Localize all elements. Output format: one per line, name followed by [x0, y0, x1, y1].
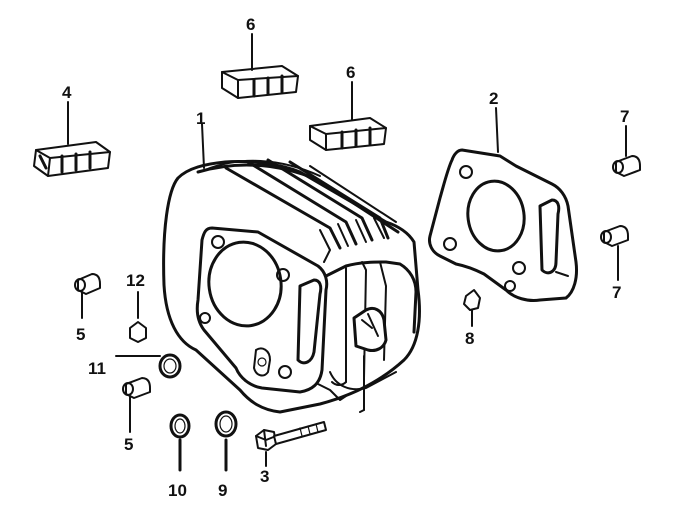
block-part-4 [33, 141, 111, 177]
callout-12: 12 [126, 271, 145, 290]
dowel-pin-upper-right [612, 155, 641, 177]
dowel-pin-lower-right [600, 225, 629, 247]
callout-10: 10 [168, 481, 187, 500]
dowel-pin-upper [74, 273, 101, 295]
leader-lines [67, 33, 627, 472]
callout-6-upper: 6 [246, 15, 255, 34]
callout-8: 8 [465, 329, 474, 348]
small-seal-part-12 [129, 321, 147, 343]
block-part-6-upper [221, 65, 299, 99]
o-ring-part-10 [169, 413, 191, 439]
callout-3: 3 [260, 467, 269, 486]
callout-6-lower: 6 [346, 63, 355, 82]
dowel-pin-lower [122, 377, 151, 399]
callout-5-upper: 5 [76, 325, 85, 344]
callout-7-upper: 7 [620, 107, 629, 126]
block-part-6-lower [309, 117, 387, 151]
small-seal-part-8 [463, 289, 481, 311]
callout-1: 1 [196, 109, 205, 128]
o-ring-part-11 [158, 353, 182, 379]
cylinder-head-gasket [428, 148, 578, 302]
bolt [255, 421, 327, 451]
cylinder-block [162, 158, 421, 414]
callout-2: 2 [489, 89, 498, 108]
o-ring-part-9 [214, 410, 238, 438]
callout-4: 4 [62, 83, 72, 102]
callout-5-lower: 5 [124, 435, 133, 454]
callout-9: 9 [218, 481, 227, 500]
callout-7-lower: 7 [612, 283, 621, 302]
callout-11: 11 [88, 359, 106, 378]
